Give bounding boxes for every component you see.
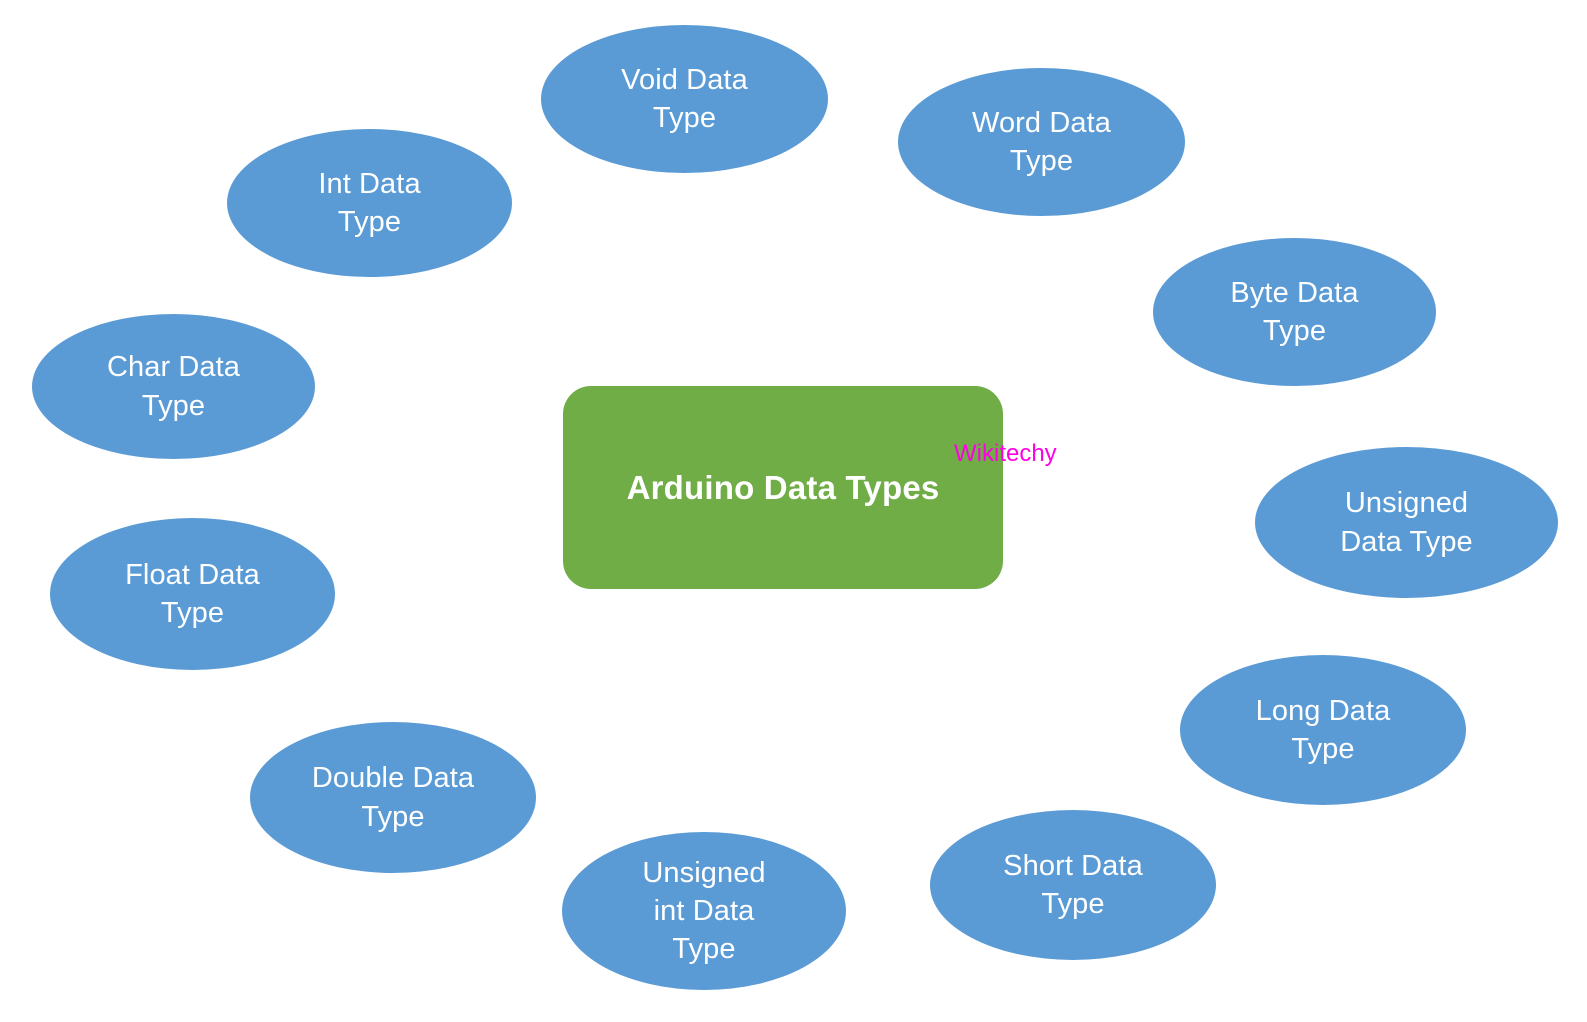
node-long-data-type-label: Long Data Type (1255, 694, 1391, 765)
node-char-data-type-label: Char Data Type (106, 351, 241, 422)
node-long-data-type[interactable]: Long Data Type (1180, 655, 1466, 805)
node-short-data-type[interactable]: Short Data Type (930, 810, 1216, 960)
center-node-arduino-data-types[interactable]: Arduino Data Types (563, 386, 1003, 589)
node-unsigned-data-type-label: Unsigned Data Type (1340, 487, 1473, 558)
node-unsigned-int-data-type[interactable]: Unsigned int Data Type (562, 832, 846, 990)
center-node-label: Arduino Data Types (626, 468, 940, 506)
wikitechy-watermark: Wikitechy (954, 440, 1057, 467)
node-double-data-type-label: Double Data Type (311, 762, 475, 833)
node-unsigned-int-data-type-label: Unsigned int Data Type (642, 856, 766, 966)
node-void-data-type[interactable]: Void Data Type (541, 25, 828, 173)
node-char-data-type[interactable]: Char Data Type (32, 314, 315, 459)
node-unsigned-data-type[interactable]: Unsigned Data Type (1255, 447, 1558, 598)
node-word-data-type[interactable]: Word Data Type (898, 68, 1185, 216)
node-double-data-type[interactable]: Double Data Type (250, 722, 536, 873)
node-int-data-type[interactable]: Int Data Type (227, 129, 512, 277)
node-short-data-type-label: Short Data Type (1003, 849, 1143, 920)
node-byte-data-type-label: Byte Data Type (1230, 276, 1359, 347)
node-byte-data-type[interactable]: Byte Data Type (1153, 238, 1436, 386)
node-float-data-type-label: Float Data Type (125, 558, 260, 629)
node-word-data-type-label: Word Data Type (972, 106, 1111, 177)
node-int-data-type-label: Int Data Type (318, 167, 421, 238)
node-void-data-type-label: Void Data Type (621, 63, 748, 134)
node-float-data-type[interactable]: Float Data Type (50, 518, 335, 670)
